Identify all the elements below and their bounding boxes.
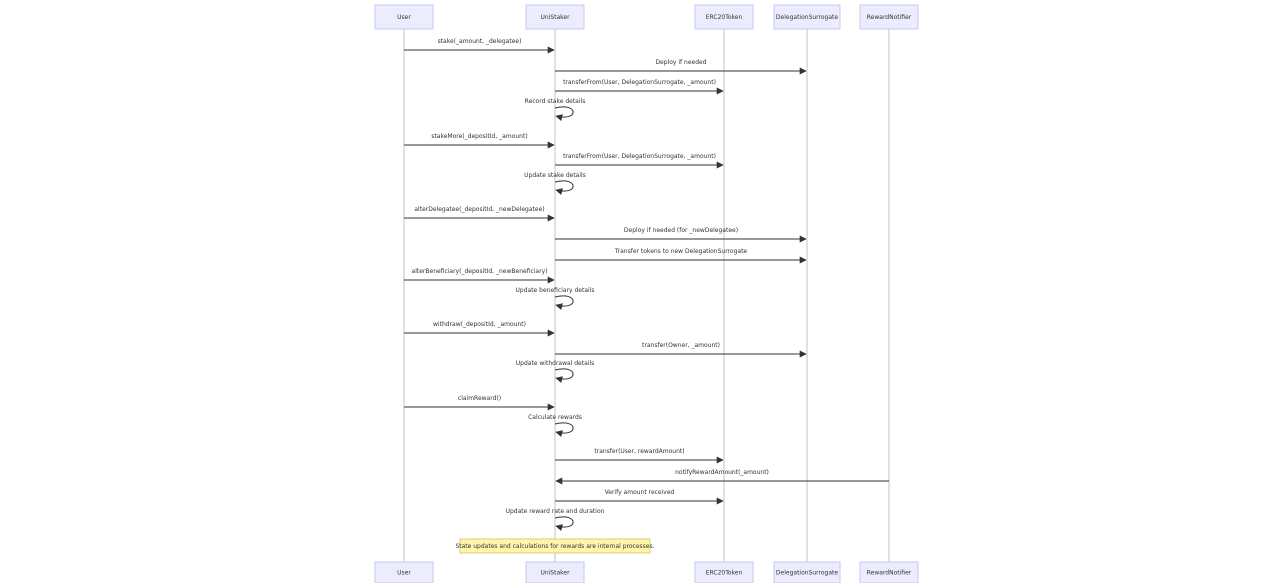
message-21: Update reward rate and duration: [506, 508, 605, 531]
participant-unistaker-top: UniStaker: [525, 4, 585, 30]
message-label: notifyRewardAmount(_amount): [675, 469, 769, 476]
message-label: Verify amount received: [605, 489, 675, 496]
message-12: Update beneficiary details: [516, 287, 595, 310]
message-arrow: [554, 422, 574, 437]
message-label: transfer(Owner, _amount): [642, 342, 720, 349]
participant-surrogate-bottom: DelegationSurrogate: [773, 561, 841, 583]
message-label: transferFrom(User, DelegationSurrogate, …: [563, 153, 716, 160]
participant-box: [859, 561, 919, 583]
message-11: alterBeneficiary(_depositId, _newBenefic…: [404, 268, 555, 284]
message-label: stake(_amount, _delegatee): [438, 38, 522, 45]
message-label: Update stake details: [524, 172, 586, 179]
message-17: Calculate rewards: [528, 414, 582, 437]
participant-erc20-bottom: ERC20Token: [694, 561, 754, 583]
message-arrow: [554, 295, 574, 310]
message-label: Calculate rewards: [528, 414, 582, 421]
message-label: stakeMore(_depositId, _amount): [431, 133, 527, 140]
message-label: Update beneficiary details: [516, 287, 595, 294]
message-arrow: [554, 180, 574, 195]
participant-box: [773, 4, 841, 30]
message-8: alterDelegatee(_depositId, _newDelegatee…: [404, 206, 555, 222]
messages: stake(_amount, _delegatee) Deploy if need…: [404, 38, 889, 531]
message-label: claimReward(): [458, 395, 501, 402]
message-label: Update withdrawal details: [516, 360, 594, 367]
participant-box: [525, 4, 585, 30]
message-20: Verify amount received: [555, 489, 724, 505]
message-label: Deploy if needed (for _newDelegatee): [624, 227, 738, 234]
message-13: withdraw(_depositId, _amount): [404, 321, 555, 337]
participant-box: [859, 4, 919, 30]
notes: State updates and calculations for rewar…: [455, 538, 655, 554]
message-3: transferFrom(User, DelegationSurrogate, …: [555, 79, 724, 95]
participant-label: DelegationSurrogate: [776, 570, 838, 577]
participant-unistaker-bottom: UniStaker: [525, 561, 585, 583]
message-label: Deploy if needed: [655, 59, 706, 66]
message-15: Update withdrawal details: [516, 360, 594, 383]
participant-label: DelegationSurrogate: [776, 14, 838, 21]
message-18: transfer(User, rewardAmount): [555, 448, 724, 464]
message-label: Transfer tokens to new DelegationSurroga…: [614, 248, 748, 255]
message-label: transfer(User, rewardAmount): [594, 448, 684, 455]
participant-box: [525, 561, 585, 583]
message-6: transferFrom(User, DelegationSurrogate, …: [555, 153, 724, 169]
message-14: transfer(Owner, _amount): [555, 342, 807, 358]
participant-box: [374, 561, 434, 583]
participant-label: UniStaker: [540, 570, 570, 577]
message-7: Update stake details: [524, 172, 586, 195]
lifelines: [403, 29, 890, 562]
message-arrow: [554, 516, 574, 531]
message-label: alterDelegatee(_depositId, _newDelegatee…: [414, 206, 544, 213]
message-arrow: [554, 368, 574, 383]
message-arrow: [554, 106, 574, 121]
participant-label: RewardNotifier: [867, 14, 912, 21]
message-label: Record stake details: [525, 98, 586, 105]
participant-box: [374, 4, 434, 30]
participant-label: ERC20Token: [706, 570, 743, 577]
participant-label: RewardNotifier: [867, 570, 912, 577]
note-label: State updates and calculations for rewar…: [455, 543, 654, 550]
note-box: [459, 538, 651, 554]
message-2: Deploy if needed: [555, 59, 807, 75]
participant-box: [694, 4, 754, 30]
participant-user-bottom: User: [374, 561, 434, 583]
participant-label: User: [397, 570, 411, 577]
participant-box: [773, 561, 841, 583]
message-9: Deploy if needed (for _newDelegatee): [555, 227, 807, 243]
message-5: stakeMore(_depositId, _amount): [404, 133, 555, 149]
participant-user-top: User: [374, 4, 434, 30]
participant-box: [694, 561, 754, 583]
participants: UserUserUniStakerUniStakerERC20TokenERC2…: [374, 4, 919, 583]
message-label: alterBeneficiary(_depositId, _newBenefic…: [412, 268, 548, 275]
message-16: claimReward(): [404, 395, 555, 411]
message-1: stake(_amount, _delegatee): [404, 38, 555, 54]
note: State updates and calculations for rewar…: [455, 538, 655, 554]
participant-label: ERC20Token: [706, 14, 743, 21]
message-label: withdraw(_depositId, _amount): [433, 321, 526, 328]
participant-label: User: [397, 14, 411, 21]
message-10: Transfer tokens to new DelegationSurroga…: [555, 248, 807, 264]
message-label: transferFrom(User, DelegationSurrogate, …: [563, 79, 716, 86]
participant-notifier-bottom: RewardNotifier: [859, 561, 919, 583]
participant-label: UniStaker: [540, 14, 570, 21]
participant-notifier-top: RewardNotifier: [859, 4, 919, 30]
participant-erc20-top: ERC20Token: [694, 4, 754, 30]
message-19: notifyRewardAmount(_amount): [555, 469, 889, 485]
message-label: Update reward rate and duration: [506, 508, 605, 515]
participant-surrogate-top: DelegationSurrogate: [773, 4, 841, 30]
message-4: Record stake details: [525, 98, 586, 121]
